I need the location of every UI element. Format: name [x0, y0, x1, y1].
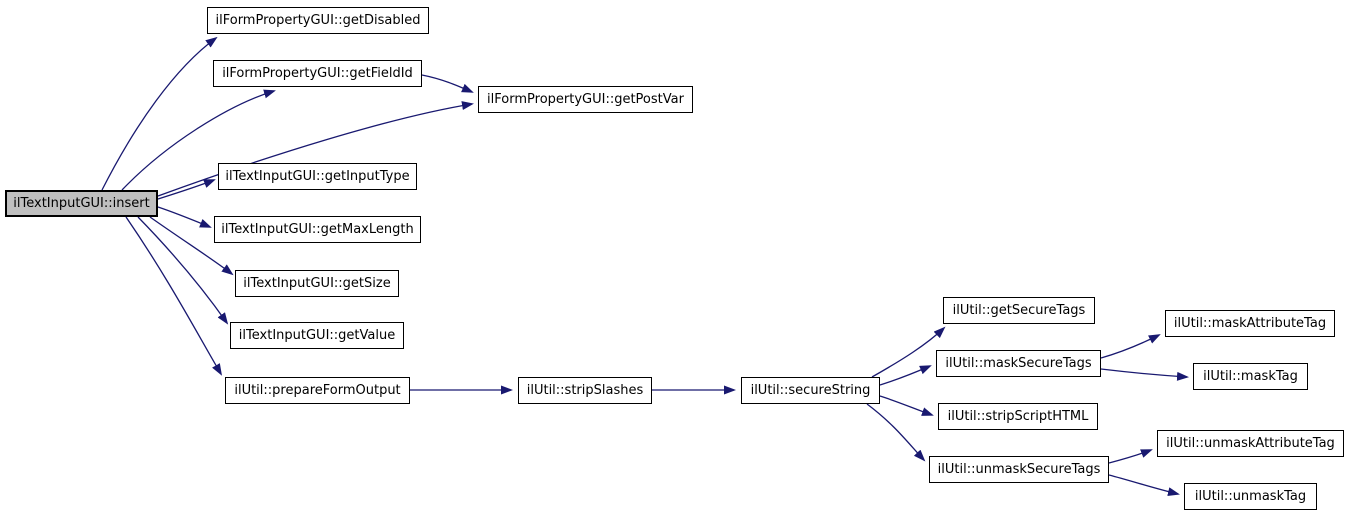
edge-insert-getFieldId	[121, 89, 276, 191]
node-getMaxLength[interactable]: ilTextInputGUI::getMaxLength	[214, 216, 421, 243]
edge-insert-prepareFormOutput	[125, 216, 223, 376]
edge-getFieldId-getPostVar	[421, 74, 474, 93]
edge-secureString-getSecureTags	[871, 326, 946, 378]
node-secureString[interactable]: ilUtil::secureString	[741, 377, 880, 404]
node-getSize[interactable]: ilTextInputGUI::getSize	[235, 270, 399, 297]
node-maskSecureTags[interactable]: ilUtil::maskSecureTags	[936, 350, 1101, 377]
edge-insert-getValue	[137, 216, 229, 325]
edge-secureString-maskSecureTags	[879, 365, 932, 386]
edge-unmaskSecureTags-unmaskAttributeTag	[1108, 449, 1153, 464]
edge-insert-getSize	[149, 216, 234, 276]
node-insert: ilTextInputGUI::insert	[5, 190, 158, 217]
node-unmaskAttributeTag[interactable]: ilUtil::unmaskAttributeTag	[1157, 430, 1344, 457]
edge-secureString-stripScriptHTML	[879, 395, 934, 416]
node-getPostVar[interactable]: ilFormPropertyGUI::getPostVar	[478, 86, 693, 113]
edge-insert-getInputType	[157, 179, 216, 200]
node-stripScriptHTML[interactable]: ilUtil::stripScriptHTML	[938, 403, 1098, 430]
node-unmaskTag[interactable]: ilUtil::unmaskTag	[1184, 483, 1317, 510]
edge-insert-getMaxLength	[157, 206, 212, 228]
edge-insert-getPostVar	[157, 101, 474, 197]
node-getValue[interactable]: ilTextInputGUI::getValue	[230, 322, 404, 349]
node-maskTag[interactable]: ilUtil::maskTag	[1193, 363, 1308, 390]
edge-secureString-unmaskSecureTags	[866, 403, 926, 462]
edge-unmaskSecureTags-unmaskTag	[1108, 474, 1180, 497]
edge-maskSecureTags-maskAttributeTag	[1100, 334, 1161, 359]
node-getDisabled[interactable]: ilFormPropertyGUI::getDisabled	[207, 7, 429, 34]
node-getSecureTags[interactable]: ilUtil::getSecureTags	[943, 297, 1095, 324]
node-getFieldId[interactable]: ilFormPropertyGUI::getFieldId	[213, 60, 422, 87]
node-stripSlashes[interactable]: ilUtil::stripSlashes	[518, 377, 652, 404]
edge-maskSecureTags-maskTag	[1100, 368, 1189, 381]
node-unmaskSecureTags[interactable]: ilUtil::unmaskSecureTags	[929, 456, 1109, 483]
node-maskAttributeTag[interactable]: ilUtil::maskAttributeTag	[1165, 310, 1335, 337]
edge-insert-getDisabled	[101, 36, 218, 191]
node-prepareFormOutput[interactable]: ilUtil::prepareFormOutput	[225, 377, 410, 404]
node-getInputType[interactable]: ilTextInputGUI::getInputType	[218, 163, 417, 190]
